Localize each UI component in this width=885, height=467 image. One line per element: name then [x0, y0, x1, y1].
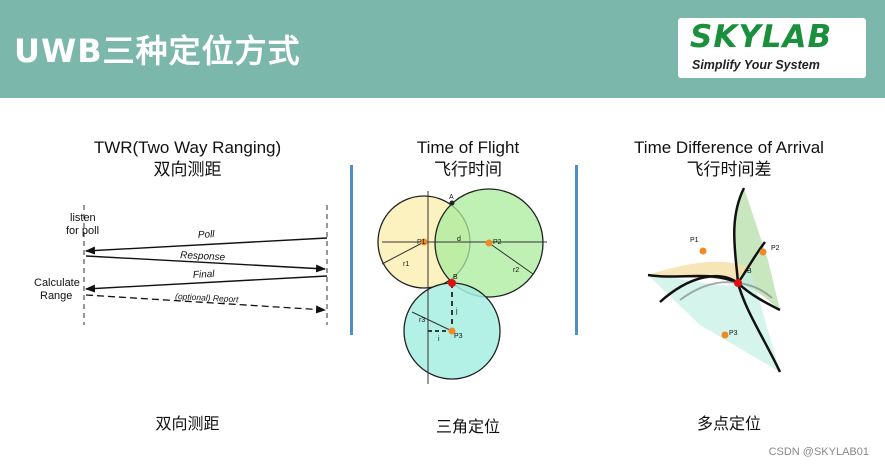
watermark: CSDN @SKYLAB01 — [768, 446, 869, 458]
for-poll-label: for poll — [66, 225, 99, 237]
logo-wordmark: SKYLAB — [690, 19, 833, 55]
tdoa-heading: Time Difference of Arrival 飞行时间差 — [610, 137, 848, 181]
r3-label: r3 — [419, 317, 425, 324]
response-arrow — [85, 255, 326, 273]
tdoa-bottom-label: 多点定位 — [696, 414, 761, 433]
column-divider-right — [575, 165, 578, 335]
twr-heading: TWR(Two Way Ranging) 双向测距 — [60, 137, 315, 181]
tdoa-teal-region — [648, 268, 780, 372]
tdoa-b-label: B — [747, 268, 752, 275]
r1-line — [381, 241, 425, 265]
tdoa-p2-dot — [759, 248, 767, 256]
p1-dot — [420, 238, 428, 246]
p3-dot — [448, 327, 456, 335]
r2-label: r2 — [513, 267, 519, 274]
twr-subtitle: 双向测距 — [153, 160, 222, 179]
poll-label: Poll — [198, 229, 216, 241]
p2-label: P2 — [493, 239, 502, 246]
report-label: (optional) Report — [175, 291, 239, 304]
final-label: Final — [193, 269, 216, 281]
tdoa-p2-label: P2 — [771, 245, 780, 252]
tof-title: Time of Flight — [416, 138, 520, 157]
tdoa-p1-dot — [699, 247, 707, 255]
point-a-dot — [449, 200, 455, 206]
r1-label: r1 — [403, 261, 409, 268]
tdoa-diagram: P1 P2 P3 B — [647, 187, 782, 373]
calculate-label: Calculate — [34, 277, 80, 289]
tof-subtitle: 飞行时间 — [434, 160, 502, 179]
tdoa-subtitle: 飞行时间差 — [686, 160, 772, 179]
tdoa-title: Time Difference of Arrival — [634, 138, 824, 157]
header-banner: UWB三种定位方式 SKYLAB Simplify Your System — [0, 0, 885, 98]
point-b-dot — [448, 279, 456, 287]
tof-diagram: P1 P2 P3 r1 r2 r3 A B d j i — [377, 188, 547, 384]
r3-line — [411, 311, 453, 332]
d-label: d — [457, 236, 461, 243]
i-label: i — [438, 336, 440, 343]
twr-diagram: listen for poll Poll Response Final (opt… — [34, 205, 328, 325]
page-title: UWB三种定位方式 — [14, 32, 301, 70]
tdoa-p3-label: P3 — [729, 330, 738, 337]
final-arrow — [85, 275, 328, 293]
point-b-label: B — [453, 274, 458, 281]
tof-heading: Time of Flight 飞行时间 — [370, 137, 566, 181]
p3-label: P3 — [454, 333, 463, 340]
j-label: j — [455, 308, 458, 315]
tdoa-p3-dot — [721, 331, 729, 339]
response-label: Response — [180, 250, 226, 263]
column-divider-left — [350, 165, 353, 335]
r2-line — [488, 242, 534, 275]
range-label: Range — [40, 290, 72, 302]
twr-title: TWR(Two Way Ranging) — [93, 138, 282, 157]
tdoa-b-dot — [734, 279, 742, 287]
report-arrow — [85, 294, 326, 314]
p2-dot — [485, 239, 493, 247]
p1-label: P1 — [417, 239, 426, 246]
for-poll-text: for poll — [66, 225, 99, 237]
logo-tagline: Simplify Your System — [692, 58, 820, 72]
twr-bottom-label: 双向测距 — [155, 414, 220, 433]
listen-label: listen — [70, 212, 96, 224]
poll-arrow — [85, 237, 328, 255]
tdoa-p1-label: P1 — [690, 237, 699, 244]
tof-bottom-label: 三角定位 — [435, 417, 500, 436]
skylab-logo: SKYLAB Simplify Your System — [678, 18, 866, 78]
point-a-label: A — [449, 194, 454, 201]
